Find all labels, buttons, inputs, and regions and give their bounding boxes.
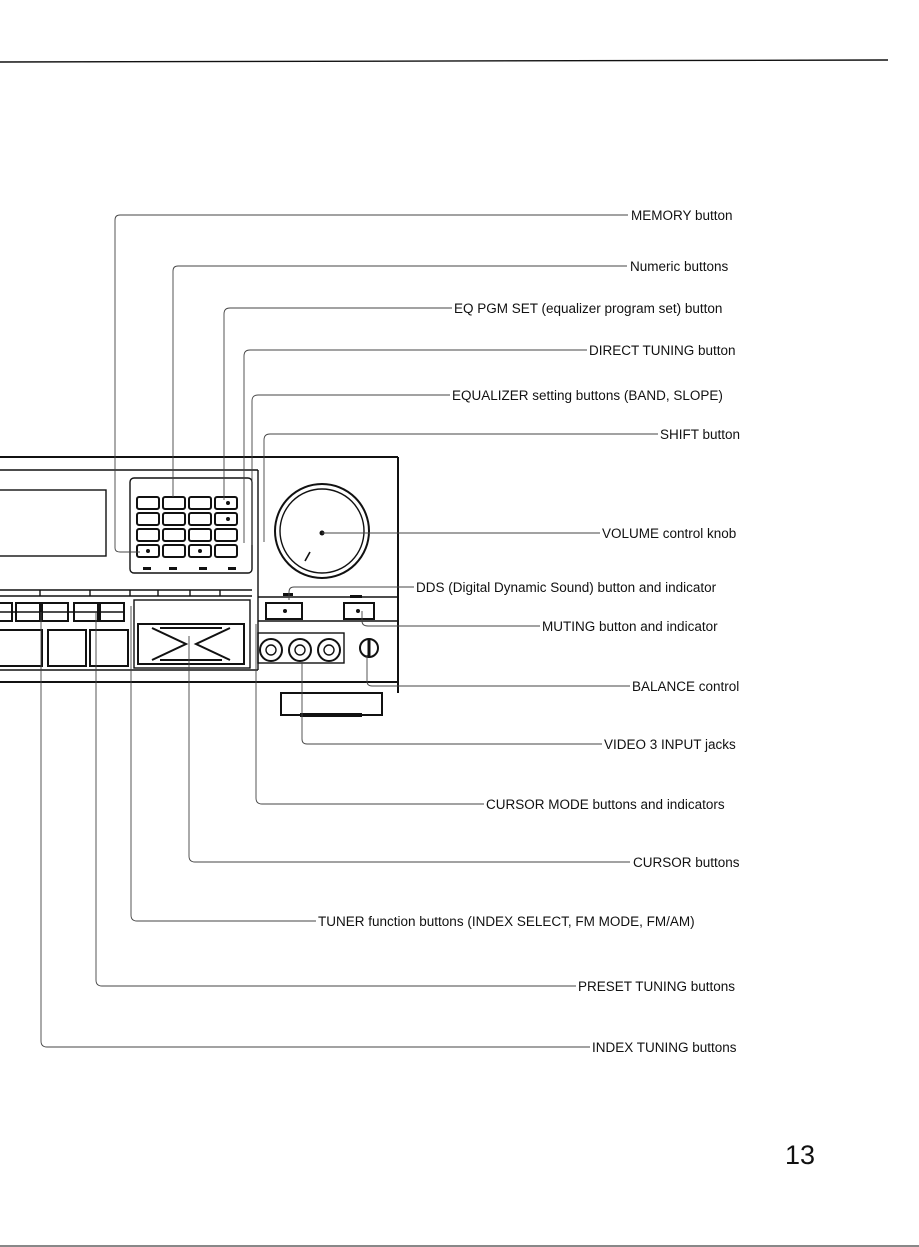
foot [280, 692, 383, 716]
dds-muting-buttons [258, 593, 398, 622]
numeric-keypad [136, 496, 238, 570]
label-volume-control-knob: VOLUME control knob [602, 526, 736, 541]
label-equalizer-setting-buttons: EQUALIZER setting buttons (BAND, SLOPE) [452, 388, 723, 403]
label-muting-button: MUTING button and indicator [542, 619, 718, 634]
label-cursor-mode-buttons: CURSOR MODE buttons and indicators [486, 797, 725, 812]
label-memory-button: MEMORY button [631, 208, 733, 223]
display-window [0, 489, 107, 557]
video-jacks [257, 632, 379, 664]
large-buttons-row [0, 629, 129, 667]
cursor-buttons-block [133, 599, 251, 669]
label-dds-button: DDS (Digital Dynamic Sound) button and i… [416, 580, 717, 595]
label-video3-input-jacks: VIDEO 3 INPUT jacks [604, 737, 736, 752]
leader-lines [40, 214, 658, 1048]
label-preset-tuning-buttons: PRESET TUNING buttons [578, 979, 735, 994]
label-balance-control: BALANCE control [632, 679, 739, 694]
receiver-front-panel [0, 456, 399, 717]
tuning-buttons-row [0, 602, 125, 622]
label-eq-pgm-set-button: EQ PGM SET (equalizer program set) butto… [454, 301, 722, 316]
top-rule [0, 59, 889, 63]
function-strip [0, 589, 252, 597]
callout-labels: MEMORY button Numeric buttons EQ PGM SET… [318, 208, 740, 1055]
volume-knob [274, 483, 370, 579]
label-shift-button: SHIFT button [660, 427, 740, 442]
label-cursor-buttons: CURSOR buttons [633, 855, 740, 870]
page-number: 13 [784, 1140, 815, 1170]
label-numeric-buttons: Numeric buttons [630, 259, 729, 274]
label-tuner-function-buttons: TUNER function buttons (INDEX SELECT, FM… [318, 914, 695, 929]
label-index-tuning-buttons: INDEX TUNING buttons [592, 1040, 737, 1055]
label-direct-tuning-button: DIRECT TUNING button [589, 343, 736, 358]
